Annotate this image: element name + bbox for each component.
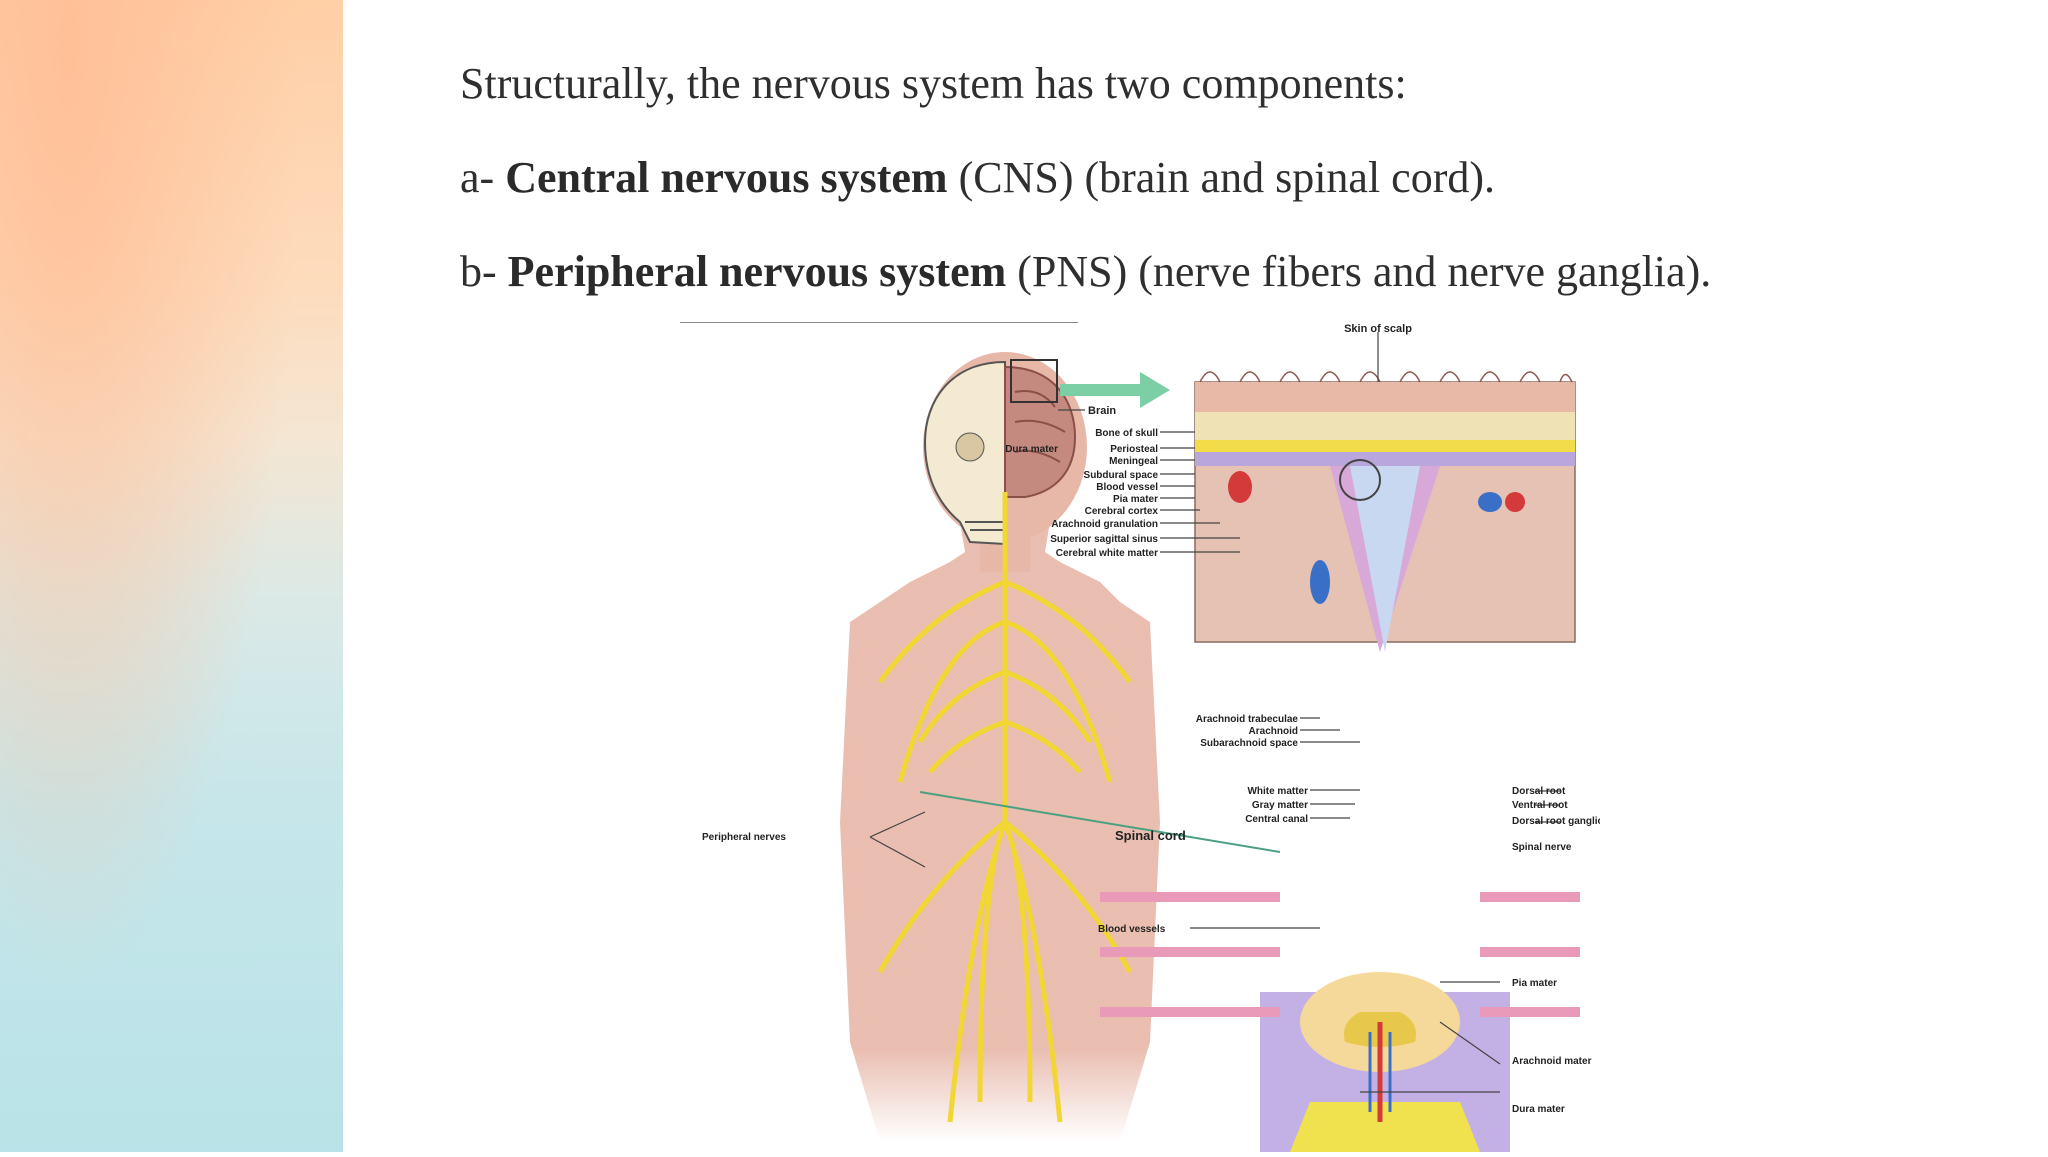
label-dorsal-root: Dorsal root xyxy=(1512,786,1566,797)
pns-prefix: b- xyxy=(460,247,508,296)
peripheral-nerves-drawing xyxy=(877,492,1133,1123)
label-spinal-cord: Spinal cord xyxy=(1115,828,1186,843)
label-dura-mater: Dura mater xyxy=(1005,444,1058,455)
cns-line: a- Central nervous system (CNS) (brain a… xyxy=(460,152,1495,203)
pns-line: b- Peripheral nervous system (PNS) (nerv… xyxy=(460,246,1711,297)
anatomy-figure: Skin of scalp Brain Bone of skull Dura m… xyxy=(680,321,1610,1152)
brain-half xyxy=(1004,359,1077,498)
label-cerebral-cortex: Cerebral cortex xyxy=(1085,506,1159,517)
label-meningeal: Meningeal xyxy=(1109,456,1158,467)
label-brain: Brain xyxy=(1088,405,1116,417)
zoom-arrow xyxy=(1060,372,1170,408)
intro-text: Structurally, the nervous system has two… xyxy=(460,59,1407,108)
label-arachnoid-granulation: Arachnoid granulation xyxy=(1051,519,1158,530)
label-gray-matter: Gray matter xyxy=(1252,800,1308,811)
skull-half xyxy=(923,360,1006,546)
label-blood-vessels: Blood vessels xyxy=(1098,924,1166,935)
label-white-matter: White matter xyxy=(1247,786,1308,797)
label-arachnoid-trabeculae: Arachnoid trabeculae xyxy=(1196,714,1299,725)
pns-term: Peripheral nervous system xyxy=(507,247,1007,296)
label-central-canal: Central canal xyxy=(1245,814,1308,825)
label-spinal-nerve: Spinal nerve xyxy=(1512,842,1572,853)
label-subarachnoid-space: Subarachnoid space xyxy=(1200,738,1298,749)
label-cerebral-white-matter: Cerebral white matter xyxy=(1056,548,1158,559)
intro-line: Structurally, the nervous system has two… xyxy=(460,58,1407,109)
label-ventral-root: Ventral root xyxy=(1512,800,1568,811)
label-arachnoid: Arachnoid xyxy=(1249,726,1298,737)
label-arachnoid-mater: Arachnoid mater xyxy=(1512,1056,1592,1067)
cns-term: Central nervous system xyxy=(505,153,948,202)
label-subdural-space: Subdural space xyxy=(1084,470,1159,481)
decorative-gradient-panel xyxy=(0,0,343,1152)
cns-description: (CNS) (brain and spinal cord). xyxy=(947,153,1495,202)
pns-description: (PNS) (nerve fibers and nerve ganglia). xyxy=(1006,247,1712,296)
meninges-cross-section xyxy=(1194,371,1576,652)
label-dura-mater-2: Dura mater xyxy=(1512,1104,1565,1115)
label-superior-sagittal-sinus: Superior sagittal sinus xyxy=(1050,534,1158,545)
label-pia-mater-2: Pia mater xyxy=(1512,978,1557,989)
label-blood-vessel: Blood vessel xyxy=(1096,482,1158,493)
label-dorsal-root-ganglion: Dorsal root ganglion xyxy=(1512,816,1600,827)
spinal-cord-cross-section xyxy=(919,791,1580,1152)
label-skin-of-scalp: Skin of scalp xyxy=(1344,323,1412,335)
nervous-system-illustration: Skin of scalp Brain Bone of skull Dura m… xyxy=(680,321,1610,1152)
cns-prefix: a- xyxy=(460,153,506,202)
label-bone-of-skull: Bone of skull xyxy=(1095,428,1158,439)
label-pia-mater: Pia mater xyxy=(1113,494,1158,505)
figure-labels: Skin of scalp Brain Bone of skull Dura m… xyxy=(702,323,1610,1115)
leader-lines xyxy=(680,321,1560,1093)
label-peripheral-nerves: Peripheral nerves xyxy=(702,832,786,843)
label-periosteal: Periosteal xyxy=(1110,444,1158,455)
